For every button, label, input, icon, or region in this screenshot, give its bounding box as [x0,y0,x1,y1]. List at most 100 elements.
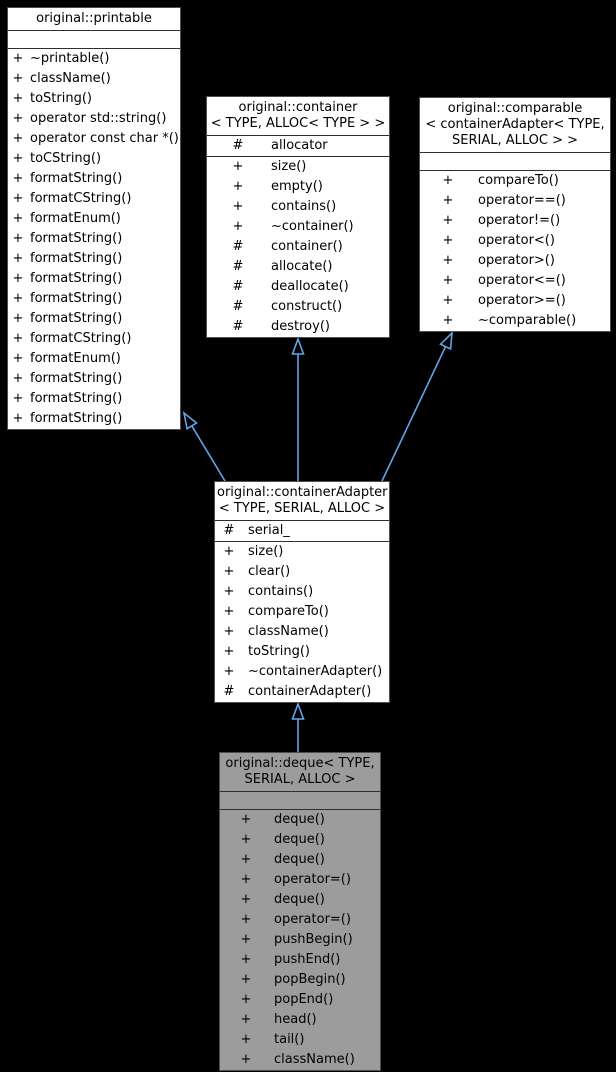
visibility-symbol: # [223,523,235,538]
method-row: +contains() [207,197,389,217]
method-name: destroy() [271,319,330,334]
method-name: size() [248,544,284,559]
class-methods-section: +deque()+deque()+deque()+operator=()+deq… [220,810,380,1070]
method-name: operator std::string() [30,111,167,126]
class-methods-section: +compareTo()+operator==()+operator!=()+o… [420,171,610,331]
method-row: + deque() [220,850,380,870]
visibility-symbol: + [442,233,454,248]
method-name: operator!=() [478,213,561,228]
class-attributes-section: #serial_ [215,520,389,542]
method-name: container() [271,239,343,254]
method-name: clear() [248,564,291,579]
class-methods-section: + size() +clear() + contains() + compareTo() +c… [215,542,389,702]
method-row: +compareTo() [420,171,610,191]
method-name: formatString() [30,271,123,286]
method-name: construct() [271,299,343,314]
visibility-symbol: # [223,684,235,699]
method-name: operator<() [478,233,555,248]
method-row: + operator<() [420,231,610,251]
method-name: ~comparable() [478,313,577,328]
method-name: empty() [271,179,323,194]
class-node-comparable[interactable]: original::comparable< containerAdapter< … [419,97,611,332]
method-row: + empty() [207,177,389,197]
method-name: pushEnd() [274,952,341,967]
class-attributes-section [220,791,380,810]
method-name: operator<=() [478,273,566,288]
attribute-name: allocator [271,138,328,153]
visibility-symbol: + [232,179,244,194]
method-name: className() [248,624,329,639]
class-node-containerAdapter[interactable]: original::containerAdapter< TYPE, SERIAL… [214,481,390,703]
visibility-symbol: + [442,253,454,268]
method-row: +formatCString() [8,329,180,349]
visibility-symbol: + [240,1052,252,1067]
visibility-symbol: + [12,71,24,86]
method-name: deque() [274,852,325,867]
visibility-symbol: + [442,313,454,328]
method-row: +className() [8,69,180,89]
visibility-symbol: + [12,271,24,286]
method-row: +popEnd() [220,990,380,1010]
class-title-line: original::printable [36,11,152,26]
method-row: +operator>() [420,251,610,271]
edge-line [381,346,447,482]
method-name: formatString() [30,291,123,306]
class-node-deque[interactable]: original::deque< TYPE,SERIAL, ALLOC >+de… [219,752,381,1071]
visibility-symbol: # [232,279,244,294]
visibility-symbol: + [240,852,252,867]
method-row: + formatString() [8,309,180,329]
method-name: formatCString() [30,191,132,206]
method-name: operator=() [274,872,351,887]
visibility-symbol: + [12,291,24,306]
visibility-symbol: + [223,664,235,679]
method-row: + head() [220,1010,380,1030]
visibility-symbol: + [12,351,24,366]
method-row: +className() [215,622,389,642]
class-title: original::comparable< containerAdapter< … [420,98,610,152]
method-row: +size() [207,157,389,177]
class-title-line: original::container [238,100,358,115]
method-row: +formatString() [8,389,180,409]
inheritance-edge-deque-to-containerAdapter [291,701,305,752]
edge-line [191,425,226,482]
visibility-symbol: + [240,892,252,907]
visibility-symbol: + [223,644,235,659]
attribute-row: # allocator [207,136,389,156]
method-name: contains() [271,199,337,214]
class-node-container[interactable]: original::container< TYPE, ALLOC< TYPE >… [206,96,390,338]
inheritance-edge-containerAdapter-to-printable [182,411,226,482]
method-row: +operator!=() [420,211,610,231]
method-row: +~container() [207,217,389,237]
method-row: +toString() [8,89,180,109]
visibility-symbol: + [240,1012,252,1027]
visibility-symbol: + [12,311,24,326]
method-name: compareTo() [248,604,329,619]
method-name: deque() [274,892,325,907]
method-name: formatEnum() [30,211,121,226]
class-title: original::containerAdapter< TYPE, SERIAL… [215,482,389,520]
visibility-symbol: + [240,1032,252,1047]
method-name: formatCString() [30,331,132,346]
visibility-symbol: + [442,293,454,308]
visibility-symbol: + [223,544,235,559]
hollow-inheritance-arrowhead [439,330,453,351]
visibility-symbol: + [232,219,244,234]
class-title-line: original::deque< TYPE, [225,756,375,771]
visibility-symbol: # [232,138,244,153]
method-row: +~printable() [8,49,180,69]
method-row: #construct() [207,297,389,317]
class-node-printable[interactable]: original::printable+~printable()+classNa… [7,7,181,430]
class-methods-section: +size()+empty()+contains()+~container()#… [207,157,389,337]
method-name: head() [274,1012,317,1027]
method-name: contains() [248,584,314,599]
visibility-symbol: + [240,812,252,827]
method-name: popBegin() [274,972,346,987]
method-row: +~containerAdapter() [215,662,389,682]
method-row: #deallocate() [207,277,389,297]
method-name: containerAdapter() [248,684,372,699]
class-title-line: SERIAL, ALLOC > > [451,133,578,148]
method-name: formatString() [30,311,123,326]
hollow-inheritance-arrowhead [291,701,305,720]
method-row: +clear() [215,562,389,582]
